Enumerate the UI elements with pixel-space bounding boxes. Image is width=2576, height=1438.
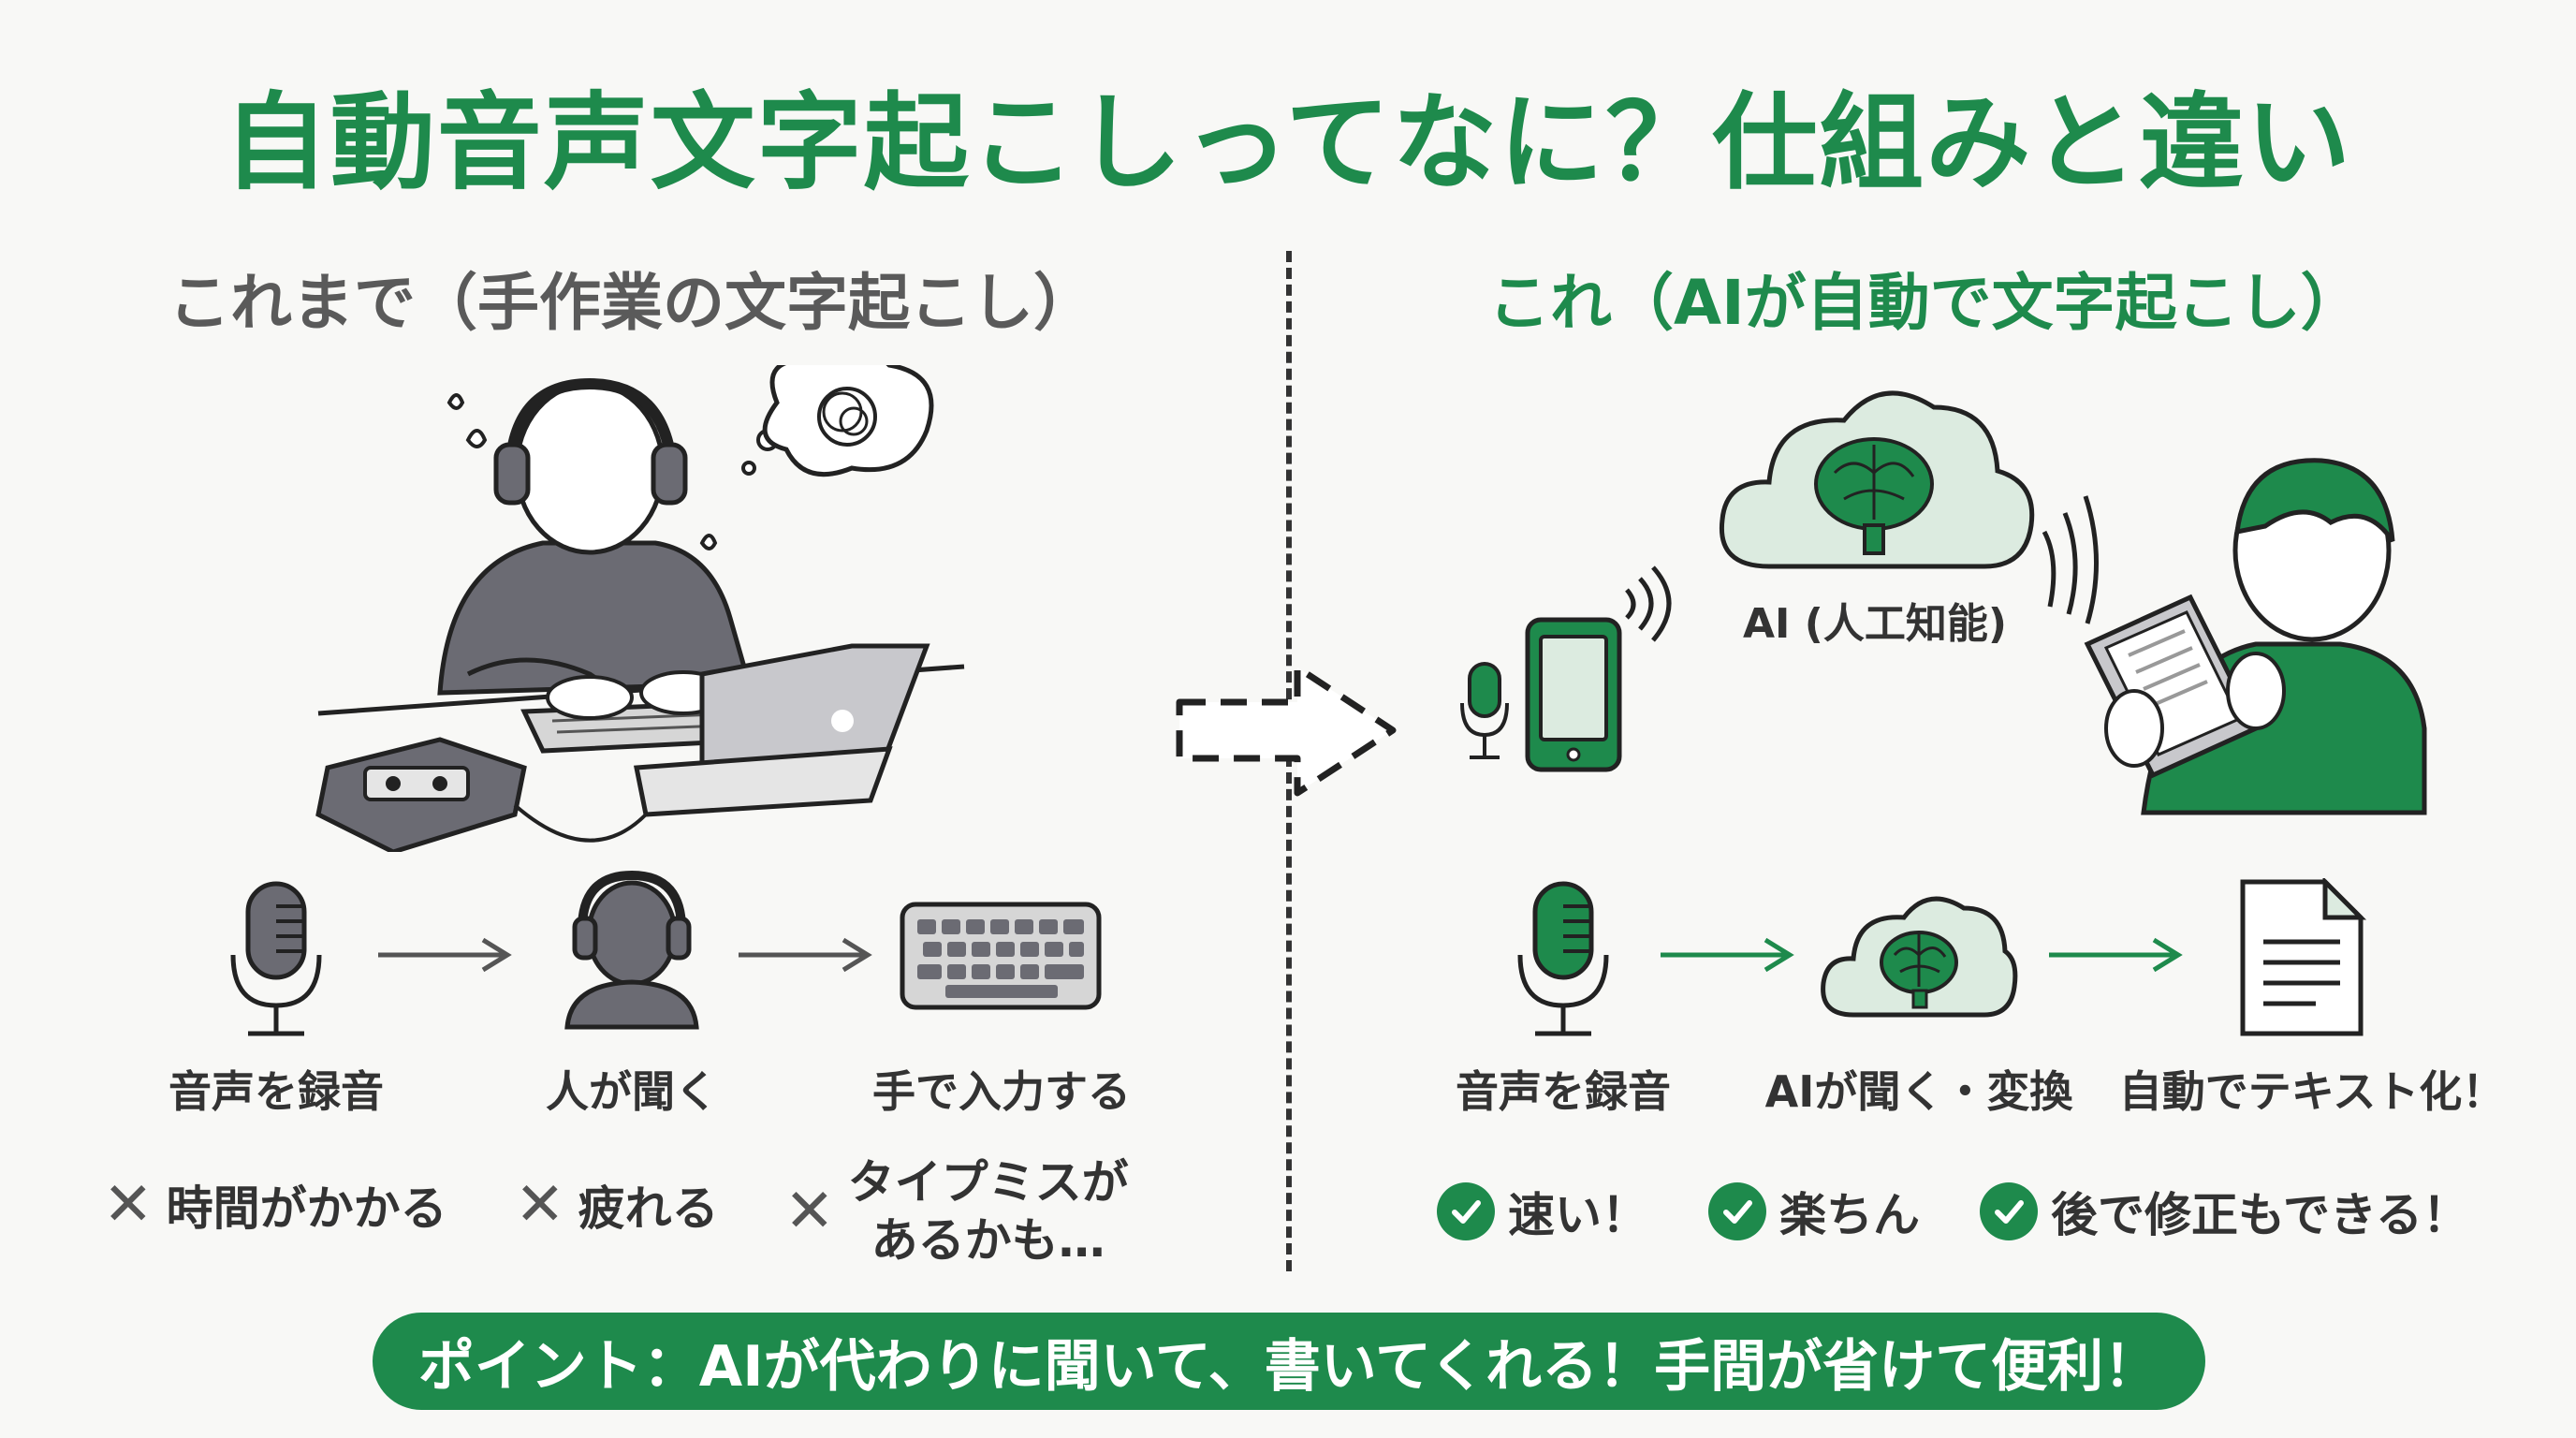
page-title: 自動音声文字起こしってなに？仕組みと違い (223, 82, 2353, 204)
left-step-label-1: 音声を録音 (168, 1066, 384, 1117)
microphone-icon (230, 881, 322, 1036)
right-section-heading: これ（AIが自動で文字起こし） (1488, 267, 2363, 339)
left-result-text: 時間がかかる (166, 1181, 447, 1236)
arrow-right-icon (2049, 937, 2183, 973)
arrow-right-icon (378, 937, 512, 973)
right-step-label-2: AIが聞く・変換 (1764, 1066, 2073, 1117)
microphone-icon (1517, 881, 1609, 1036)
arrow-right-icon (739, 937, 872, 973)
cross-icon: ✕ (515, 1170, 565, 1240)
left-result-1: ✕ 時間がかかる (103, 1170, 447, 1240)
arrow-right-icon (1661, 937, 1794, 973)
right-result-2: 楽ちん (1708, 1178, 1920, 1245)
person-tablet-illustration (2042, 458, 2427, 815)
person-headphones-icon (564, 870, 699, 1030)
right-result-3: 後で修正もできる！ (1980, 1178, 2469, 1245)
manual-transcription-illustration (315, 365, 965, 852)
left-result-2: ✕ 疲れる (515, 1170, 719, 1240)
right-step-label-3: 自動でテキスト化！ (2118, 1066, 2506, 1117)
check-icon (1437, 1182, 1495, 1240)
left-result-3: ✕ タイプミスが あるかも… (784, 1153, 1129, 1269)
right-step-label-1: 音声を録音 (1456, 1066, 1671, 1117)
cloud-brain-icon (1719, 390, 2035, 569)
cross-icon: ✕ (103, 1170, 154, 1240)
right-result-text: 速い！ (1508, 1188, 1648, 1242)
microphone-icon (1460, 662, 1509, 759)
smartphone-icon (1525, 565, 1672, 772)
point-banner: ポイント：AIが代わりに聞いて、書いてくれる！手間が省けて便利！ (373, 1313, 2205, 1410)
right-result-text: 後で修正もできる！ (2051, 1188, 2469, 1242)
left-step-label-3: 手で入力する (872, 1066, 1131, 1117)
right-result-text: 楽ちん (1779, 1188, 1920, 1242)
cloud-brain-icon (1821, 896, 2018, 1018)
left-step-label-2: 人が聞く (546, 1066, 718, 1117)
transition-arrow-icon (1176, 664, 1397, 797)
right-result-1: 速い！ (1437, 1178, 1648, 1245)
cross-icon: ✕ (784, 1177, 835, 1246)
left-result-text: タイプミスが あるかも… (847, 1155, 1129, 1268)
check-icon (1980, 1182, 2038, 1240)
ai-label: AI (人工知能) (1743, 600, 2007, 648)
left-result-text: 疲れる (578, 1181, 719, 1236)
document-icon (2240, 878, 2367, 1036)
point-text: ポイント：AIが代わりに聞いて、書いてくれる！手間が省けて便利！ (417, 1333, 2160, 1400)
check-icon (1708, 1182, 1766, 1240)
keyboard-icon (900, 902, 1102, 1010)
left-section-heading: これまで（手作業の文字起こし） (168, 267, 1095, 339)
